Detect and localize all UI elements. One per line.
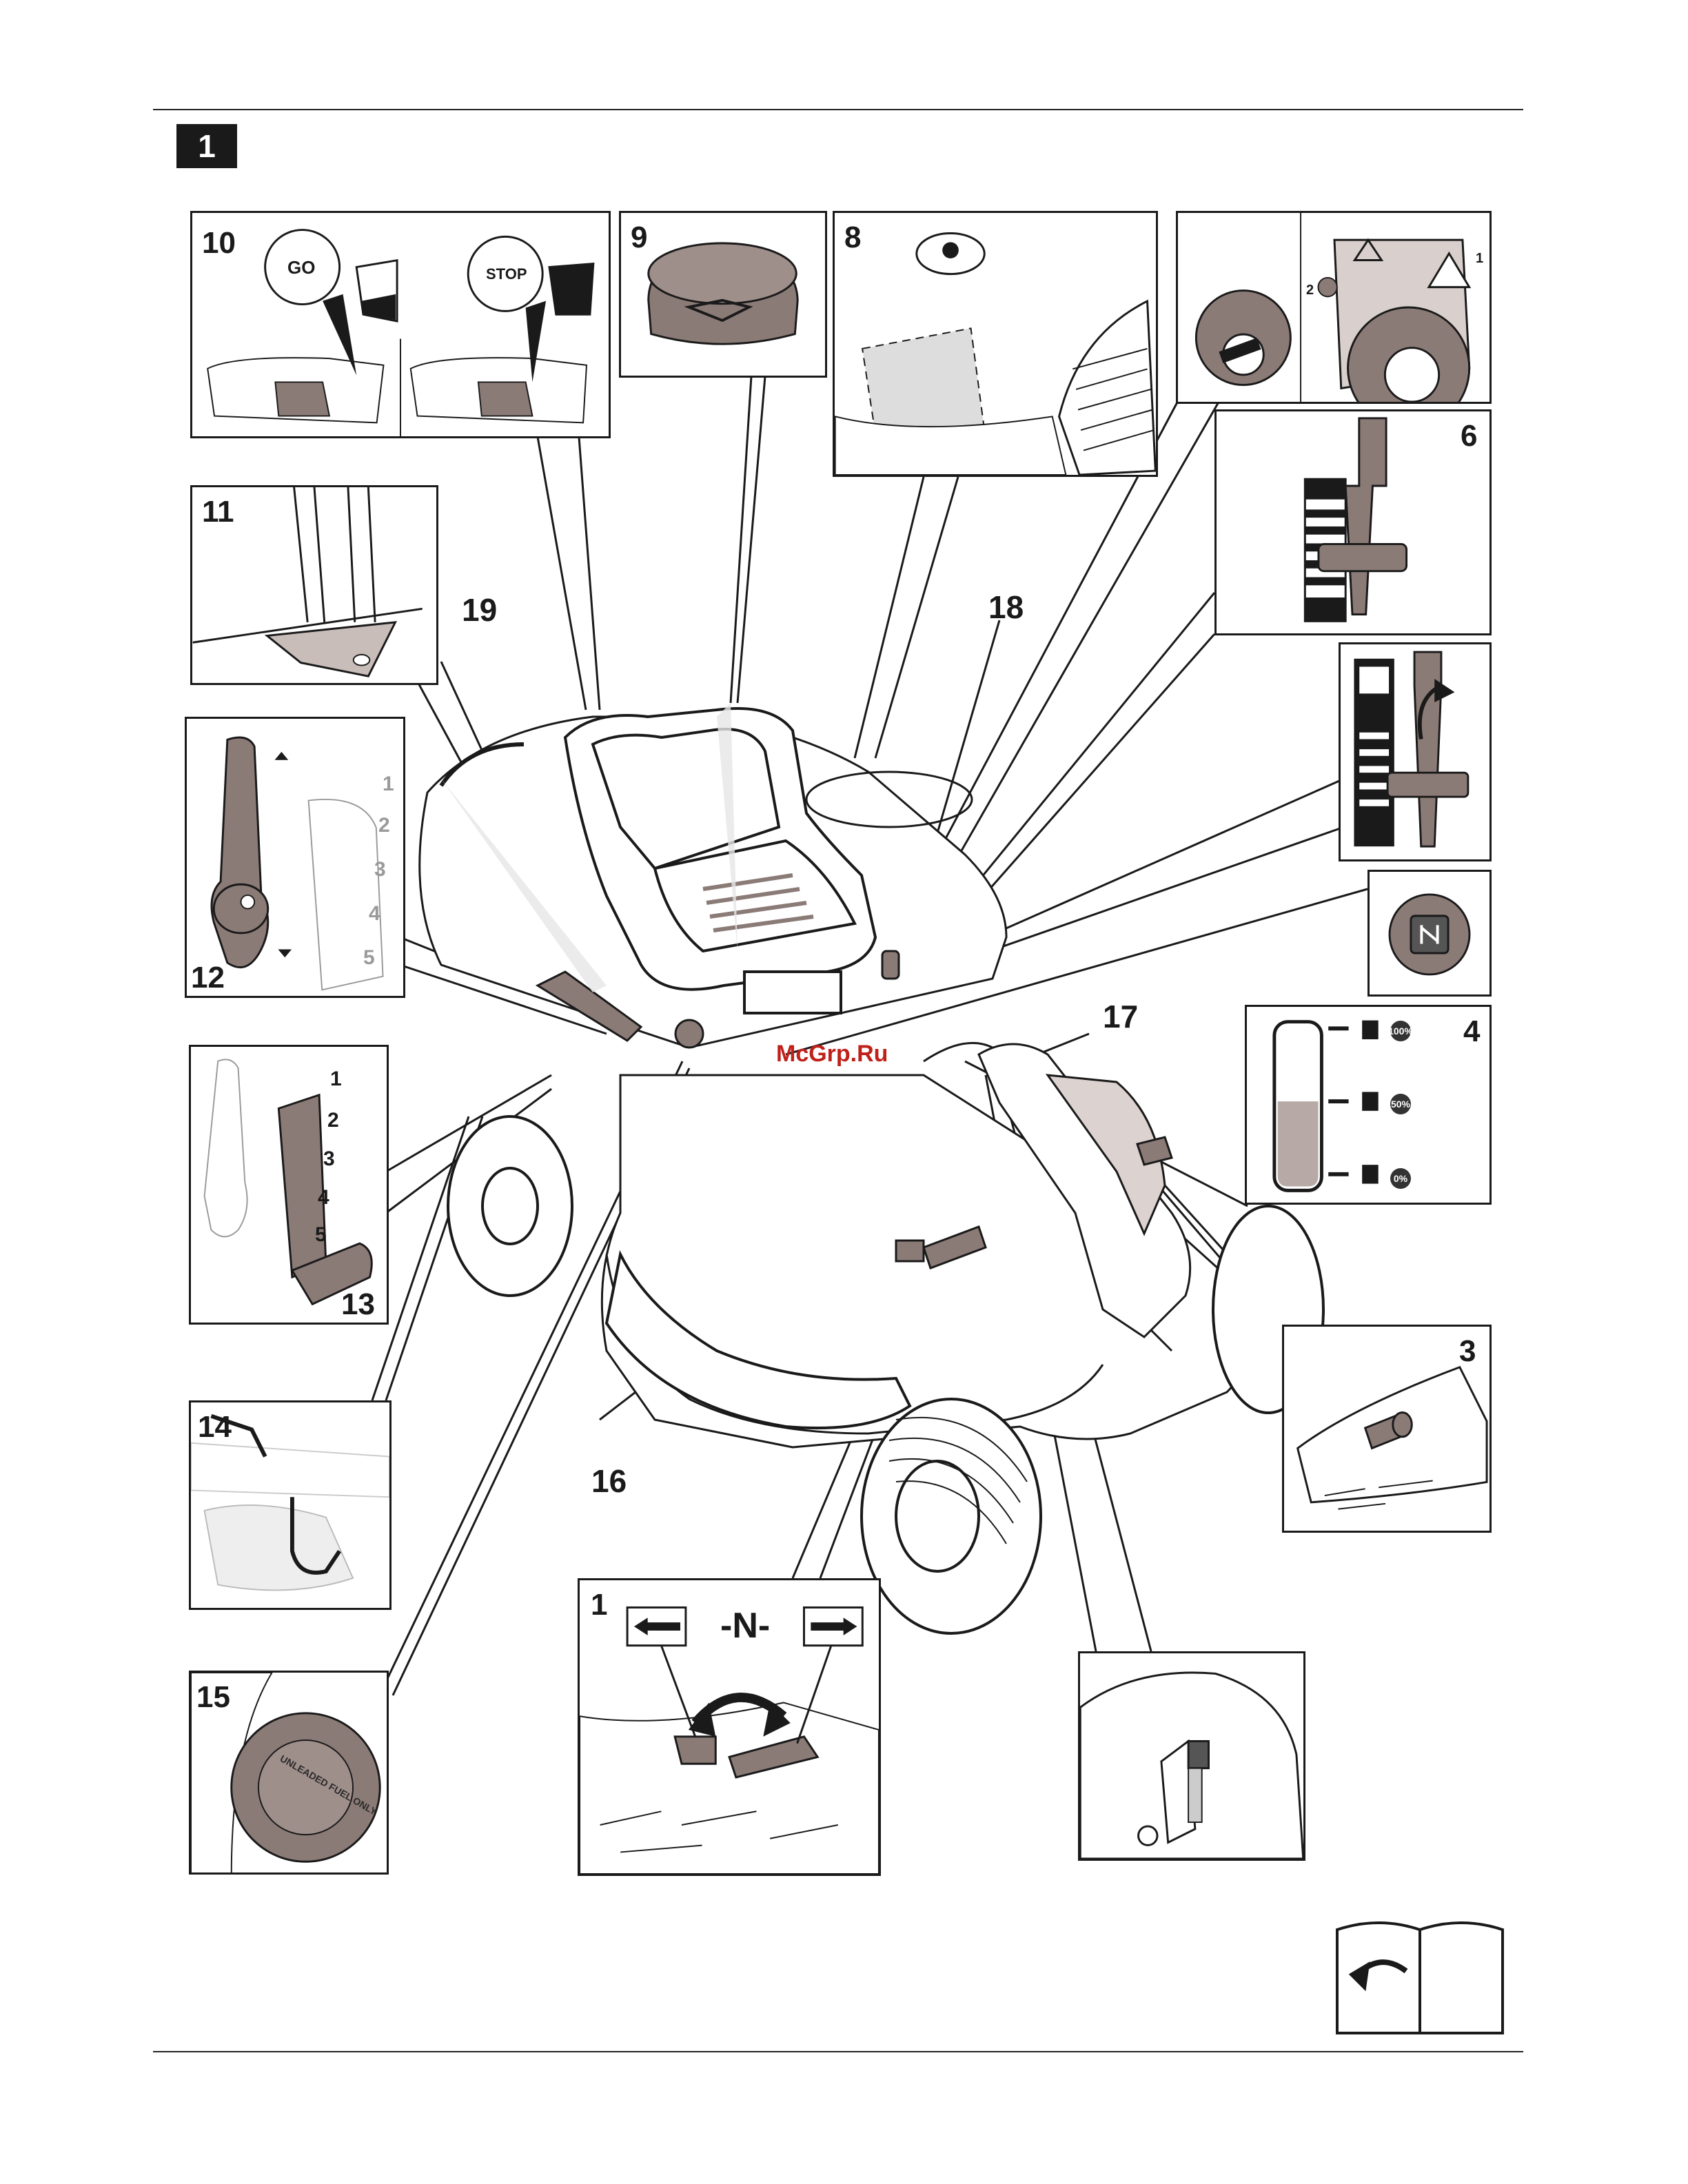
panel-number: 15: [196, 1682, 230, 1713]
height-5: 5: [363, 948, 375, 968]
ignition-mark-two: 2: [1306, 283, 1314, 297]
panel-3-cruise-control: 3: [1282, 1325, 1492, 1533]
manual-book-icon: [1337, 1923, 1503, 2033]
panel-number: 4: [1463, 1017, 1480, 1047]
panel-number: 11: [202, 497, 234, 527]
panel-number: 1: [591, 1590, 607, 1620]
panel-parking-brake: [1078, 1651, 1305, 1861]
fuel-level-100: 100%: [1390, 1021, 1411, 1041]
panel-11-grass-catcher: 11: [190, 485, 438, 685]
callout-17: 17: [1103, 1001, 1138, 1032]
panel-blade-switch: [1367, 870, 1492, 997]
callout-19: 19: [462, 594, 497, 626]
panel-14-transmission-release: 14: [189, 1400, 392, 1610]
panel-10-grass-bag-indicator: 10 GO STOP: [190, 211, 611, 438]
panel-number: 10: [202, 228, 236, 258]
height-3: 3: [374, 859, 386, 880]
fuel-level-0: 0%: [1390, 1168, 1411, 1189]
panel-throttle-start-position: [1339, 642, 1492, 861]
height-4: 4: [318, 1187, 329, 1208]
callout-18: 18: [988, 591, 1024, 623]
callout-16: 16: [591, 1465, 627, 1497]
panel-number: 12: [191, 963, 225, 993]
height-3: 3: [323, 1149, 335, 1170]
panel-15-fuel-cap: 15 UNLEADED FUEL ONLY: [189, 1671, 389, 1875]
panel-number: 13: [341, 1289, 375, 1320]
panel-8-battery: 8: [833, 211, 1158, 477]
panel-number: 9: [631, 223, 647, 253]
panel-number: 14: [198, 1412, 232, 1442]
fuel-level-50: 50%: [1390, 1094, 1411, 1114]
panel-9-oil-cap: 9: [619, 211, 827, 378]
panel-ignition-switch: 1 2: [1176, 211, 1492, 404]
watermark: McGrp.Ru: [776, 1041, 888, 1068]
height-2: 2: [327, 1110, 339, 1131]
panel-6-throttle-lever: 6: [1214, 409, 1492, 635]
panel-13-cutting-height-positions: 13 1 2 3 4 5: [189, 1045, 389, 1325]
neutral-label: -N-: [720, 1608, 770, 1644]
panel-number: 8: [844, 223, 861, 253]
panel-number: 3: [1459, 1336, 1476, 1367]
stop-label: STOP: [486, 267, 527, 282]
height-2: 2: [378, 815, 390, 836]
ignition-mark-one: 1: [1476, 252, 1483, 265]
panel-12-cutting-height-lever: 12 1 2 3 4 5: [185, 717, 405, 998]
panel-1-drive-pedal: 1 -N-: [578, 1578, 881, 1876]
height-4: 4: [369, 904, 380, 924]
height-1: 1: [383, 774, 394, 795]
panel-number: 6: [1461, 421, 1477, 451]
go-label: GO: [287, 258, 315, 276]
panel-4-fuel-gauge: 4 100% 50% 0%: [1245, 1005, 1492, 1205]
height-1: 1: [330, 1069, 342, 1090]
height-5: 5: [315, 1225, 327, 1245]
